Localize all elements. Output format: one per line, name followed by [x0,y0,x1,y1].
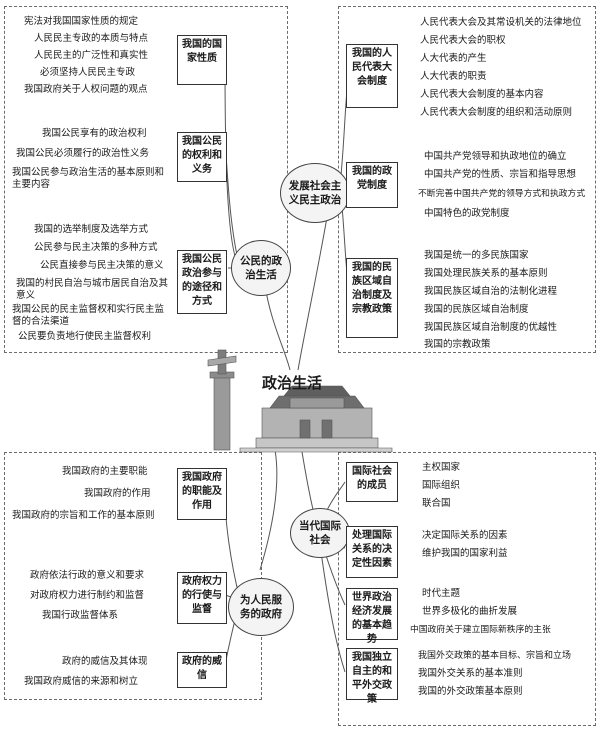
group-box-gov-credibility[interactable]: 政府的威信 [177,652,227,688]
list-item: 我国公民必须履行的政治性义务 [16,148,150,159]
list-item: 我国政府威信的来源和树立 [24,676,139,687]
list-item: 中国共产党领导和执政地位的确立 [424,151,567,162]
list-item: 我国公民参与政治生活的基本原则和主要内容 [12,167,165,190]
group-box-foreign-policy[interactable]: 我国独立自主的和平外交政策 [346,648,398,705]
list-item: 我国政府的作用 [84,488,151,499]
list-item: 公民参与民主决策的多种方式 [34,242,158,253]
list-item: 人民民主的广泛性和真实性 [34,50,149,61]
list-item: 我国政府的宗旨和工作的基本原则 [12,510,155,521]
group-box-citizen-participation[interactable]: 我国公民政治参与的途径和方式 [177,250,227,314]
list-item: 我国公民的民主监督权和实行民主监督的合法渠道 [12,304,165,327]
group-box-intl-members[interactable]: 国际社会的成员 [346,462,398,502]
list-item: 我国政府关于人权问题的观点 [24,84,148,95]
list-item: 我国的民族区域自治制度 [424,304,529,315]
list-item: 我国外交关系的基本准则 [418,668,523,679]
list-item: 我国公民享有的政治权利 [42,128,147,139]
list-item: 人民代表大会的职权 [420,35,506,46]
group-box-state-nature[interactable]: 我国的国家性质 [177,35,227,85]
list-item: 我国民族区域自治的法制化进程 [424,286,558,297]
group-box-npc-system[interactable]: 我国的人民代表大会制度 [346,44,398,108]
group-box-intl-relations[interactable]: 处理国际关系的决定性因素 [346,526,398,578]
list-item: 政府的威信及其体现 [62,656,148,667]
hub-citizen-label: 公民的政治生活 [240,255,282,281]
list-item: 宪法对我国国家性质的规定 [24,16,139,27]
list-item: 必须坚持人民民主专政 [40,67,136,78]
list-item: 中国共产党的性质、宗旨和指导思想 [424,169,577,180]
list-item: 维护我国的国家利益 [422,548,508,559]
group-box-citizen-rights[interactable]: 我国公民的权利和义务 [177,132,227,182]
list-item: 时代主题 [422,588,461,599]
list-item: 不断完善中国共产党的领导方式和执政方式 [418,189,586,199]
group-box-gov-power[interactable]: 政府权力的行使与监督 [177,572,227,624]
panel-left-top [4,6,288,353]
group-box-world-trends[interactable]: 世界政治经济发展的基本趋势 [346,588,398,645]
list-item: 公民要负责地行使民主监督权利 [18,331,152,342]
hub-government-label: 为人民服务的政府 [240,594,282,620]
hub-socialist-democracy[interactable]: 发展社会主义民主政治 [280,163,350,223]
list-item: 联合国 [422,498,451,509]
hub-international-society[interactable]: 当代国际社会 [290,508,350,558]
list-item: 我国政府的主要职能 [62,466,148,477]
list-item: 人民代表大会及其常设机关的法律地位 [420,17,582,28]
list-item: 我国的外交政策基本原则 [418,686,523,697]
group-box-ethnic-autonomy[interactable]: 我国的民族区域自治制度及宗教政策 [346,258,398,338]
list-item: 我国是统一的多民族国家 [424,250,529,261]
list-item: 我国的选举制度及选举方式 [34,224,149,235]
list-item: 对政府权力进行制约和监督 [30,590,145,601]
list-item: 我国的宗教政策 [424,339,491,350]
list-item: 公民直接参与民主决策的意义 [40,260,164,271]
center-title: 政治生活 [262,374,323,392]
list-item: 我国外交政策的基本目标、宗旨和立场 [418,651,572,661]
hub-citizen-political-life[interactable]: 公民的政治生活 [231,240,291,296]
list-item: 政府依法行政的意义和要求 [30,570,145,581]
list-item: 我国的村民自治与城市居民自治及其意义 [16,278,169,301]
hub-serving-government[interactable]: 为人民服务的政府 [228,578,294,636]
list-item: 人大代表的职责 [420,71,487,82]
hub-intl-label: 当代国际社会 [299,520,341,546]
group-box-party-system[interactable]: 我国的政党制度 [346,162,398,208]
list-item: 人民代表大会制度的基本内容 [420,89,544,100]
list-item: 人民代表大会制度的组织和活动原则 [420,107,573,118]
hub-democracy-label: 发展社会主义民主政治 [288,180,342,206]
list-item: 中国政府关于建立国际新秩序的主张 [410,625,551,635]
list-item: 我国民族区域自治制度的优越性 [424,322,558,333]
list-item: 决定国际关系的因素 [422,530,508,541]
list-item: 中国特色的政党制度 [424,208,510,219]
group-box-gov-functions[interactable]: 我国政府的职能及作用 [177,468,227,520]
list-item: 主权国家 [422,462,461,473]
tiananmen-illustration [207,349,393,453]
list-item: 世界多极化的曲折发展 [422,606,518,617]
list-item: 国际组织 [422,480,461,491]
list-item: 人民民主专政的本质与特点 [34,33,149,44]
list-item: 我国行政监督体系 [42,610,119,621]
list-item: 我国处理民族关系的基本原则 [424,268,548,279]
list-item: 人大代表的产生 [420,53,487,64]
